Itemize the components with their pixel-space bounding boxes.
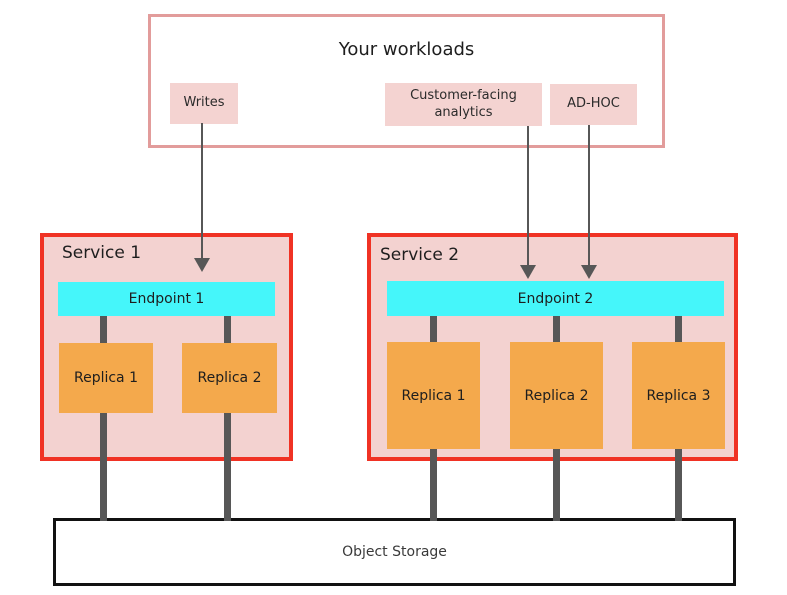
workloads-title: Your workloads [338, 39, 475, 60]
arrow-writes-to-service1 [201, 123, 203, 258]
arrowhead-analytics-icon [520, 265, 536, 279]
arrowhead-writes-icon [194, 258, 210, 272]
arrowhead-adhoc-icon [581, 265, 597, 279]
service1-replica2: Replica 2 [182, 343, 277, 413]
connector-s2-endpoint-replica3 [675, 316, 682, 342]
workload-customer-facing-analytics: Customer-facing analytics [385, 83, 542, 126]
service1-endpoint: Endpoint 1 [58, 282, 275, 316]
object-storage-label: Object Storage [342, 544, 447, 560]
service1-label: Service 1 [62, 243, 142, 263]
workload-writes: Writes [170, 83, 238, 124]
workload-ad-hoc: AD-HOC [550, 84, 637, 125]
connector-s2-replica3-storage [675, 449, 682, 521]
connector-s1-endpoint-replica1 [100, 316, 107, 343]
service2-replica1: Replica 1 [387, 342, 480, 449]
connector-s1-replica2-storage [224, 413, 231, 521]
arrow-analytics-to-service2 [527, 126, 529, 265]
service2-replica3: Replica 3 [632, 342, 725, 449]
service1-replica1: Replica 1 [59, 343, 153, 413]
object-storage: Object Storage [53, 518, 736, 586]
connector-s1-endpoint-replica2 [224, 316, 231, 343]
service2-replica2: Replica 2 [510, 342, 603, 449]
connector-s2-endpoint-replica1 [430, 316, 437, 342]
connector-s2-endpoint-replica2 [553, 316, 560, 342]
service2-label: Service 2 [380, 245, 460, 265]
connector-s2-replica1-storage [430, 449, 437, 521]
arrow-adhoc-to-service2 [588, 125, 590, 265]
service2-endpoint: Endpoint 2 [387, 281, 724, 316]
connector-s2-replica2-storage [553, 449, 560, 521]
connector-s1-replica1-storage [100, 413, 107, 521]
